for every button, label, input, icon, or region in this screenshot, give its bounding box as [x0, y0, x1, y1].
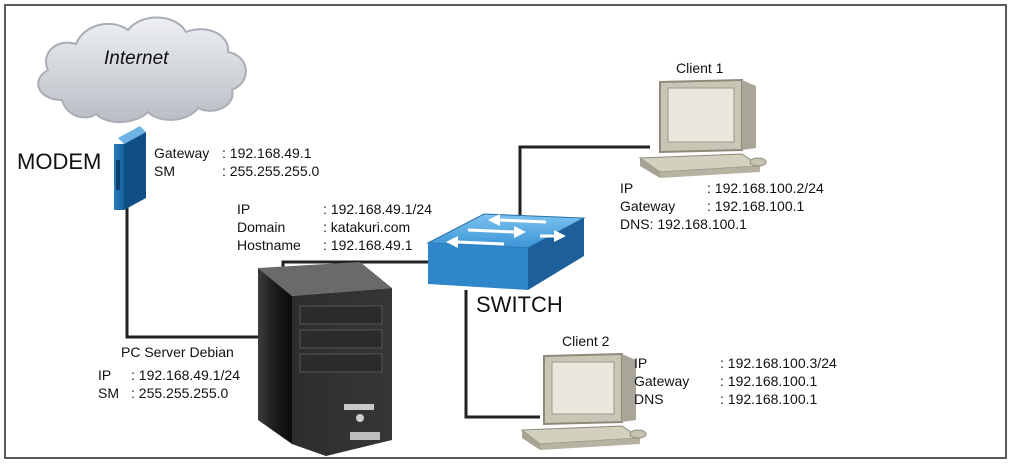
client1-gateway-key: Gateway — [620, 198, 676, 214]
client2-computer-icon — [520, 352, 647, 450]
server-domain-value: : katakuri.com — [323, 219, 411, 235]
server-hostname-key: Hostname — [237, 237, 301, 253]
client1-dns-line: DNS: 192.168.100.1 — [620, 216, 747, 232]
client1-title: Client 1 — [676, 60, 724, 76]
diagram-frame — [4, 4, 1007, 459]
modem-sm-value: : 255.255.255.0 — [222, 163, 320, 179]
server-hostname-value: : 192.168.49.1 — [323, 237, 413, 253]
modem-gateway-key: Gateway — [154, 145, 210, 161]
client2-dns-key: DNS — [634, 391, 664, 407]
server-sm-value: : 255.255.255.0 — [131, 385, 229, 401]
client2-dns-value: : 192.168.100.1 — [720, 391, 818, 407]
server-ip2-key: IP — [98, 367, 112, 383]
server-title: PC Server Debian — [121, 344, 234, 360]
modem-sm-key: SM — [154, 163, 175, 179]
modem-gateway-value: : 192.168.49.1 — [222, 145, 312, 161]
modem-server-link — [125, 205, 262, 339]
client2-title: Client 2 — [562, 333, 610, 349]
internet-cloud-icon — [37, 16, 247, 123]
server-domain-key: Domain — [237, 219, 286, 235]
client1-ip-key: IP — [620, 180, 634, 196]
server-ip2-value: : 192.168.49.1/24 — [131, 367, 240, 383]
client2-ip-key: IP — [634, 355, 648, 371]
modem-icon — [114, 126, 146, 210]
client1-ip-value: : 192.168.100.2/24 — [707, 180, 824, 196]
switch-icon — [426, 213, 586, 290]
switch-client2-link — [464, 290, 540, 419]
client1-gateway-value: : 192.168.100.1 — [707, 198, 805, 214]
switch-client1-link — [518, 145, 650, 224]
server-tower-icon — [258, 262, 392, 456]
internet-label: Internet — [104, 48, 169, 69]
client1-computer-icon — [638, 78, 767, 178]
server-ip-key: IP — [237, 201, 251, 217]
client2-gateway-value: : 192.168.100.1 — [720, 373, 818, 389]
server-sm-key: SM — [98, 385, 119, 401]
server-ip-value: : 192.168.49.1/24 — [323, 201, 432, 217]
modem-label: MODEM — [17, 149, 102, 174]
switch-label: SWITCH — [476, 292, 563, 317]
client2-gateway-key: Gateway — [634, 373, 690, 389]
client2-ip-value: : 192.168.100.3/24 — [720, 355, 837, 371]
